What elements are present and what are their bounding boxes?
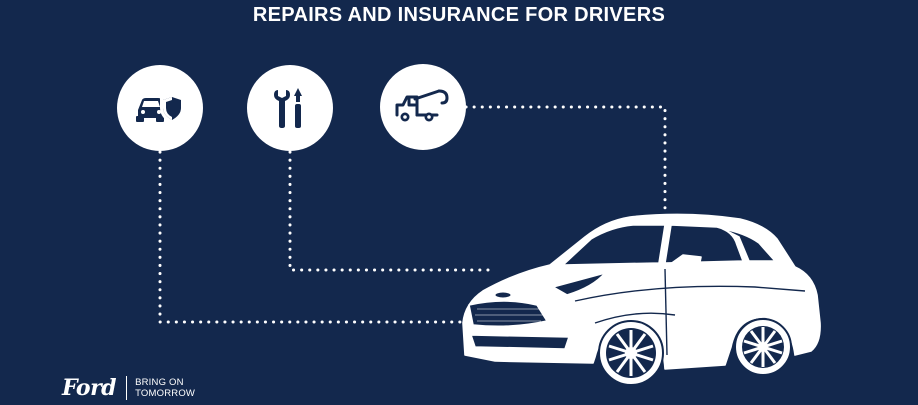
footer-branding: Ford BRING ON TOMORROW: [62, 374, 195, 402]
car-illustration: [462, 213, 821, 386]
car-insurance-shield-icon: [136, 94, 184, 124]
repair-circle: [247, 65, 333, 151]
tow-truck-icon: [395, 89, 449, 122]
connector-insurance: [158, 150, 464, 324]
insurance-circle: [117, 65, 203, 151]
tagline-line-1: BRING ON: [135, 377, 184, 388]
connector-repair: [288, 150, 492, 272]
footer-divider: [126, 376, 128, 400]
connector-tow: [464, 105, 667, 220]
tow-circle: [380, 64, 466, 150]
tagline: BRING ON TOMORROW: [135, 377, 195, 399]
repair-tools-icon: [274, 88, 302, 128]
page-title: REPAIRS AND INSURANCE FOR DRIVERS: [252, 4, 666, 26]
tagline-line-2: TOMORROW: [135, 388, 196, 399]
ford-logo: Ford: [62, 375, 117, 401]
